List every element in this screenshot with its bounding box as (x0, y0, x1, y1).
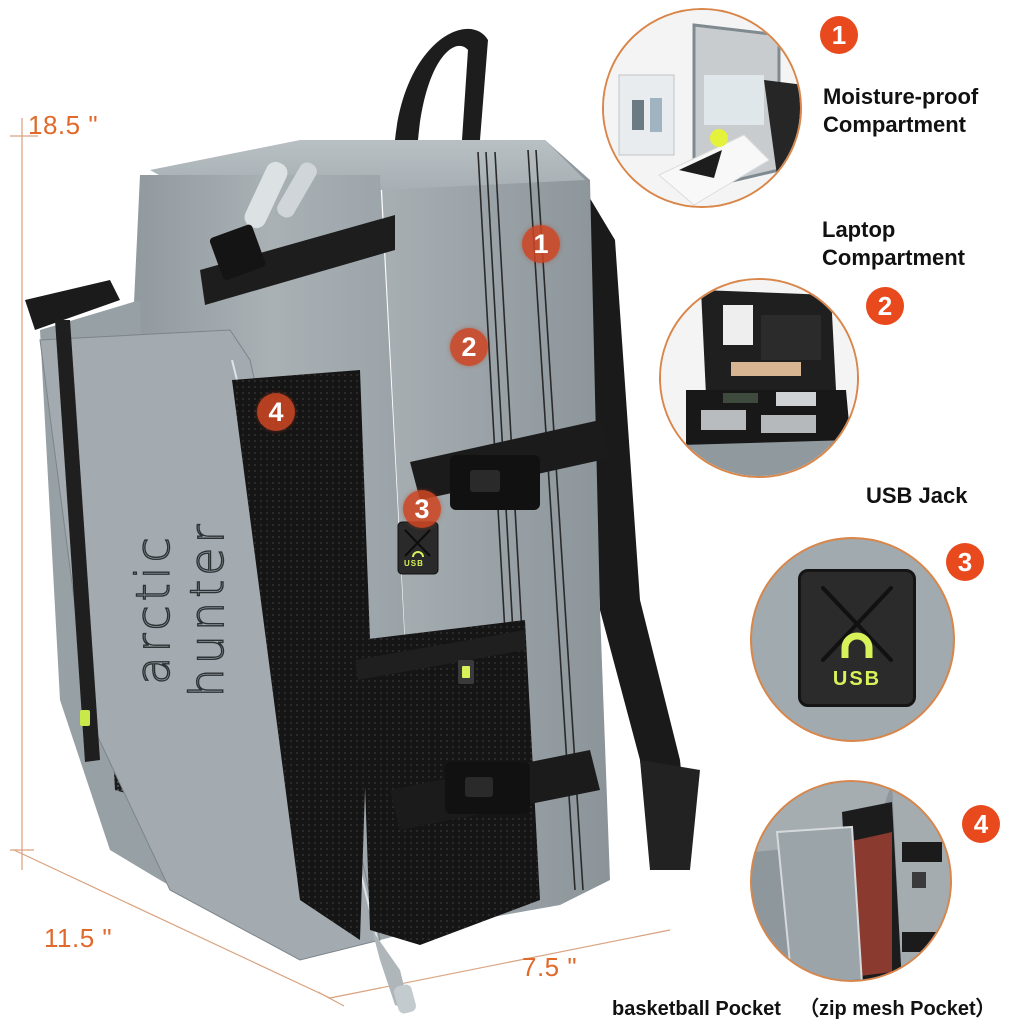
dimension-depth-label: 11.5 " (44, 923, 113, 953)
inset-moisture-proof-compartment (602, 8, 802, 208)
brand-text: arctic hunter (125, 520, 234, 698)
feature-4-title-line2: （zip mesh Pocket） (798, 998, 996, 1020)
bag-marker-1: 1 (522, 225, 560, 263)
bag-marker-3: 3 (403, 490, 441, 528)
moisture-compartment-illustration (604, 10, 800, 206)
feature-1-badge: 1 (820, 16, 858, 54)
basketball-pocket-illustration (752, 782, 950, 980)
bag-marker-2: 2 (450, 328, 488, 366)
usb-cross-icon (821, 586, 893, 662)
feature-4-title: basketball Pocket （zip mesh Pocket） (612, 992, 996, 1021)
dimension-height-label: 18.5 " (28, 110, 99, 140)
feature-3-title-line1: USB Jack (866, 483, 968, 508)
bag-marker-4: 4 (257, 393, 295, 431)
feature-3-title: USB Jack (866, 482, 968, 510)
inset-usb-jack: USB (750, 537, 955, 742)
bag-usb-label: USB (404, 559, 424, 568)
feature-4-title-line1: basketball Pocket (612, 998, 781, 1020)
dimension-lines (10, 118, 671, 1007)
feature-2-title-line2: Compartment (822, 245, 966, 270)
feature-1-title-line1: Moisture-proof (823, 84, 979, 109)
feature-2-title: Laptop Compartment (822, 216, 965, 272)
inset-laptop-compartment (659, 278, 859, 478)
feature-1-title: Moisture-proof Compartment (823, 83, 978, 139)
feature-4-badge: 4 (962, 805, 1000, 843)
feature-1-title-line2: Compartment (823, 112, 967, 137)
feature-3-badge: 3 (946, 543, 984, 581)
feature-2-title-line1: Laptop (822, 217, 896, 242)
feature-2-badge: 2 (866, 287, 904, 325)
usb-patch: USB (798, 569, 916, 707)
dimension-width-label: 7.5 " (522, 952, 578, 982)
usb-patch-label: USB (832, 668, 882, 690)
inset-basketball-pocket (750, 780, 952, 982)
laptop-compartment-illustration (661, 280, 857, 476)
